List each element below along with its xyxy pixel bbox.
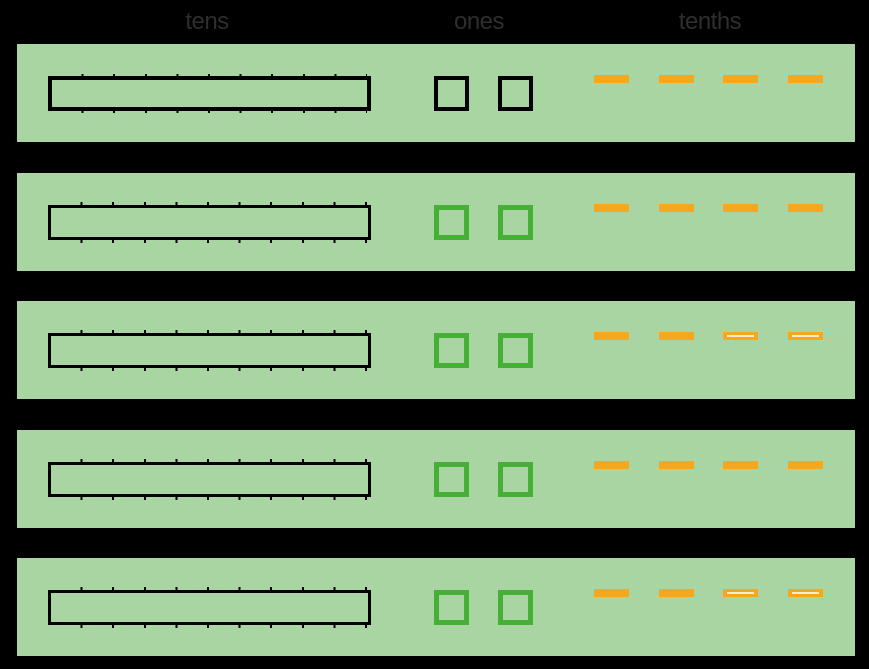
tenths-dash-block[interactable]: [659, 204, 694, 212]
ones-square-block[interactable]: [498, 205, 533, 240]
column-header-tenths: tenths: [678, 8, 742, 35]
tenths-dash-block[interactable]: [594, 589, 629, 597]
tens-rod-block[interactable]: [48, 202, 371, 243]
tens-rod-block[interactable]: [48, 74, 371, 113]
tenths-dash-block[interactable]: [723, 75, 758, 83]
tenths-dash-block[interactable]: [788, 332, 823, 340]
ones-square-block[interactable]: [434, 205, 469, 240]
dash-inner-stripe: [727, 592, 754, 594]
tenths-dash-block[interactable]: [788, 461, 823, 469]
ones-square-block[interactable]: [498, 590, 533, 625]
tenths-dash-block[interactable]: [723, 204, 758, 212]
tenths-dash-block[interactable]: [659, 332, 694, 340]
tenths-dash-block[interactable]: [723, 589, 758, 597]
tenths-dash-block[interactable]: [723, 332, 758, 340]
tenths-dash-block[interactable]: [659, 461, 694, 469]
rod-tick-marks: [52, 74, 367, 77]
column-header-ones: ones: [453, 8, 505, 35]
rod-tick-marks: [51, 625, 368, 628]
place-value-row: [17, 173, 855, 271]
tenths-dash-block[interactable]: [594, 75, 629, 83]
tenths-dash-block[interactable]: [594, 461, 629, 469]
dash-inner-stripe: [727, 335, 754, 337]
tens-rod-block[interactable]: [48, 459, 371, 500]
rod-tick-marks: [51, 240, 368, 243]
rod-tick-marks: [51, 459, 368, 462]
tens-rod-block[interactable]: [48, 587, 371, 628]
tenths-dash-block[interactable]: [723, 461, 758, 469]
dash-inner-stripe: [792, 335, 819, 337]
tenths-dash-block[interactable]: [788, 75, 823, 83]
ones-square-block[interactable]: [434, 76, 469, 111]
rod-tick-marks: [51, 368, 368, 371]
rod-tick-marks: [51, 330, 368, 333]
tenths-dash-block[interactable]: [659, 75, 694, 83]
rod-tick-marks: [51, 202, 368, 205]
tenths-dash-block[interactable]: [594, 204, 629, 212]
column-header-tens: tens: [185, 8, 229, 35]
tenths-dash-block[interactable]: [594, 332, 629, 340]
ones-square-block[interactable]: [498, 76, 533, 111]
ones-square-block[interactable]: [434, 333, 469, 368]
tenths-dash-block[interactable]: [788, 589, 823, 597]
rod-tick-marks: [51, 587, 368, 590]
place-value-row: [17, 301, 855, 399]
dash-inner-stripe: [792, 592, 819, 594]
tens-rod-block[interactable]: [48, 330, 371, 371]
rod-tick-marks: [51, 497, 368, 500]
ones-square-block[interactable]: [434, 590, 469, 625]
place-value-row: [17, 44, 855, 142]
place-value-row: [17, 558, 855, 656]
tenths-dash-block[interactable]: [788, 204, 823, 212]
ones-square-block[interactable]: [498, 462, 533, 497]
ones-square-block[interactable]: [434, 462, 469, 497]
tenths-dash-block[interactable]: [659, 589, 694, 597]
rod-tick-marks: [52, 110, 367, 113]
place-value-row: [17, 430, 855, 528]
ones-square-block[interactable]: [498, 333, 533, 368]
